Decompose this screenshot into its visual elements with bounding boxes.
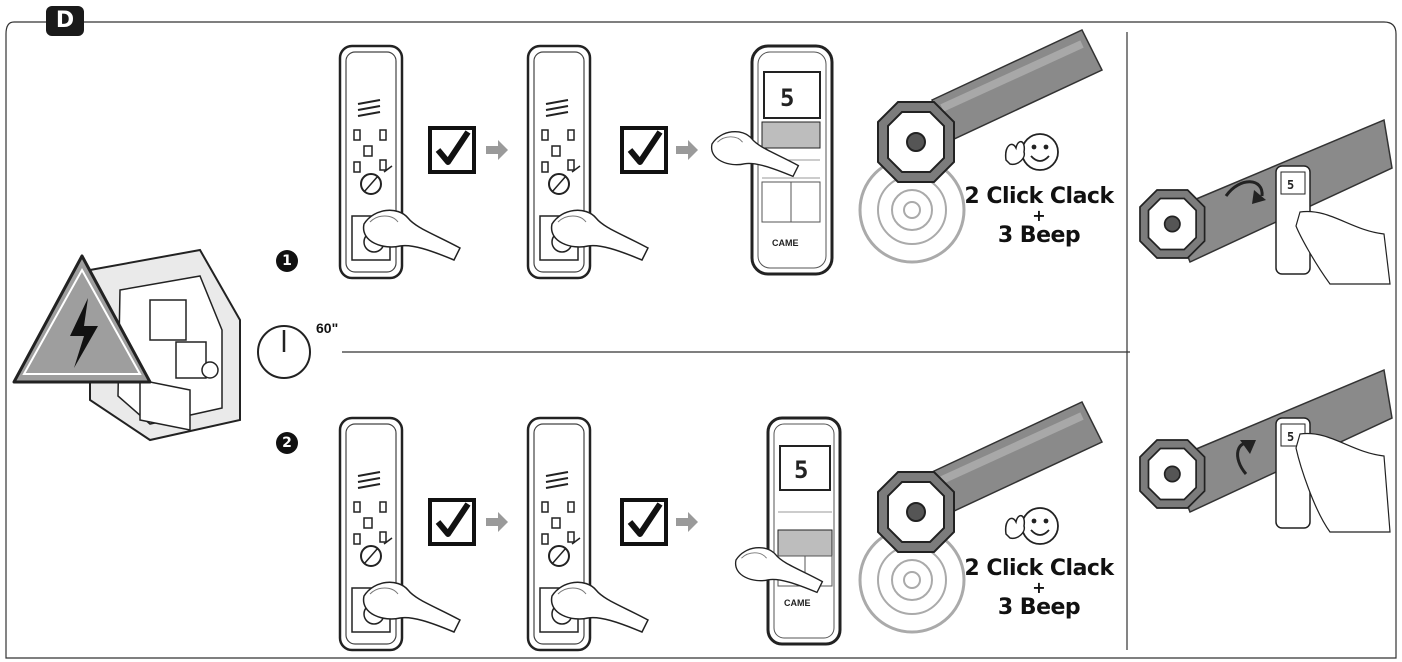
- remote-display-2: 5: [794, 456, 808, 484]
- smiley-icon: [1004, 133, 1059, 171]
- feedback-plus: +: [1032, 578, 1046, 597]
- motor-head-illustration: [89, 248, 241, 442]
- svg-text:5: 5: [1287, 178, 1294, 192]
- tube-2: [932, 402, 1102, 512]
- right-panel-up: 5: [1139, 368, 1393, 533]
- feedback-line1: 2 Click Clack: [964, 556, 1114, 581]
- smiley-icon: [1004, 507, 1059, 545]
- arrow-right-icon: [486, 512, 508, 532]
- feedback-line1: 2 Click Clack: [964, 184, 1114, 209]
- remote-brand-2: CAME: [784, 598, 811, 608]
- feedback-line2: 3 Beep: [997, 595, 1081, 620]
- checkbox-checked-icon: [430, 500, 474, 544]
- tube-1: [932, 30, 1102, 140]
- warning-electric-icon: [12, 254, 152, 384]
- adapter-2: [877, 471, 955, 553]
- feedback-text-2: 2 Click Clack + 3 Beep: [964, 556, 1114, 620]
- svg-text:5: 5: [1287, 430, 1294, 444]
- remote-control-1: 5 CAME: [750, 44, 834, 276]
- feedback-text-1: 2 Click Clack + 3 Beep: [964, 184, 1114, 248]
- checkbox-checked-icon: [430, 128, 474, 172]
- arrow-right-icon: [676, 140, 698, 160]
- clock-icon: [257, 325, 311, 379]
- step-number-1: 1: [276, 250, 298, 272]
- remote-control-2: 5 CAME: [766, 416, 842, 646]
- arrow-right-icon: [486, 140, 508, 160]
- step-number-2: 2: [276, 432, 298, 454]
- feedback-plus: +: [1032, 206, 1046, 225]
- adapter-1: [877, 101, 955, 183]
- right-panel-down: 5: [1139, 118, 1393, 285]
- arrow-right-icon: [676, 512, 698, 532]
- timer-label: 60": [316, 320, 339, 336]
- frame-border: [5, 21, 1397, 659]
- section-badge: D: [46, 6, 84, 36]
- feedback-line2: 3 Beep: [997, 223, 1081, 248]
- checkbox-checked-icon: [622, 500, 666, 544]
- remote-display: 5: [780, 84, 794, 112]
- remote-brand: CAME: [772, 238, 799, 248]
- checkbox-checked-icon: [622, 128, 666, 172]
